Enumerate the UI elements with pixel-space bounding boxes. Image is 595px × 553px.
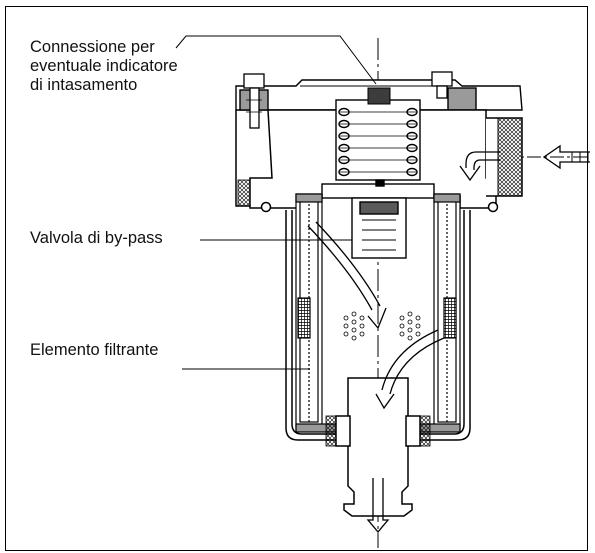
- callout-bypass-valve: Valvola di by-pass: [30, 229, 163, 247]
- bypass-valve-body: [321, 179, 435, 259]
- cover-bolts: [243, 71, 453, 129]
- callout-filter-element: Elemento filtrante: [30, 341, 159, 359]
- filter-element: [295, 193, 461, 433]
- leader-lines: [175, 35, 377, 370]
- perforated-core: [343, 311, 421, 341]
- outlet-pipe: [325, 377, 431, 517]
- indicator-plug: [367, 87, 391, 105]
- callout-clog-indicator: Connessione per eventuale indicatore di …: [30, 38, 178, 94]
- figure-frame: [5, 6, 588, 551]
- flow-arrows: [307, 144, 590, 534]
- leader-clog-indicator: [175, 35, 377, 85]
- bypass-spring: [335, 99, 421, 181]
